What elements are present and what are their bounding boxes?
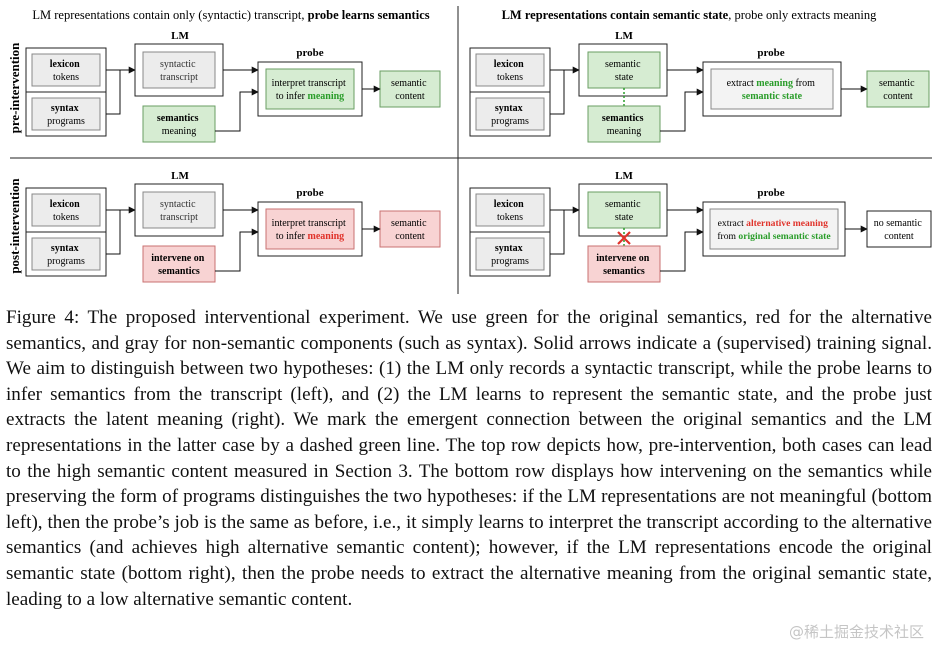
- syntactic-transcript-label: syntactic transcript: [160, 199, 198, 223]
- lm-label: LM: [171, 30, 189, 42]
- interpret-label: interpret transcript to infer meaning: [272, 218, 349, 242]
- row-label-pre: pre-intervention: [7, 42, 22, 134]
- arrow-syntax-lm: [550, 70, 565, 115]
- no-semantic-content-label: no semantic content: [874, 218, 925, 242]
- arrow-syntax-lm: [106, 210, 121, 255]
- extract-box: [710, 68, 834, 110]
- probe-label: probe: [296, 187, 323, 199]
- probe-label: probe: [757, 47, 784, 59]
- semantic-state-box: [587, 51, 661, 89]
- syntax-label: syntax programs: [491, 103, 529, 127]
- extract-box: [709, 208, 839, 250]
- semantic-content-label: semantic content: [879, 78, 917, 102]
- figure-diagram: LM representations contain only (syntact…: [7, 6, 932, 294]
- syntax-inner: [31, 97, 101, 131]
- semantics-box: [587, 105, 661, 143]
- intervene-label: intervene on semantics: [151, 253, 207, 277]
- right-column-title: LM representations contain semantic stat…: [502, 8, 878, 22]
- arrow-semantics-probe: [660, 88, 704, 132]
- arrow-syntax-lm: [106, 70, 121, 115]
- interpret-box: [265, 208, 355, 250]
- lexicon-inner: [31, 53, 101, 87]
- lexicon-label: lexicon tokens: [50, 199, 83, 223]
- syntax-label: syntax programs: [47, 243, 85, 267]
- semantic-content-box: [379, 210, 441, 248]
- extract-label: extract meaning from semantic state: [727, 78, 818, 102]
- panel-bottom-right: LM semantic state lexicon tokens syntax …: [469, 170, 932, 283]
- probe-label: probe: [296, 47, 323, 59]
- semantic-state-label: semantic state: [605, 59, 643, 83]
- interpret-box: [265, 68, 355, 110]
- semantic-content-label: semantic content: [391, 218, 429, 242]
- lexicon-inner: [475, 193, 545, 227]
- lexicon-inner: [31, 193, 101, 227]
- syntactic-transcript-box: [142, 51, 216, 89]
- lexicon-label: lexicon tokens: [50, 59, 83, 83]
- syntax-inner: [31, 237, 101, 271]
- panel-bottom-left: LM syntactic transcript lexicon tokens s…: [25, 170, 441, 283]
- semantics-box: [142, 105, 216, 143]
- row-label-post: post-intervention: [7, 178, 22, 274]
- arrow-syntax-lm: [550, 210, 565, 255]
- syntactic-transcript-label: syntactic transcript: [160, 59, 198, 83]
- lm-label: LM: [615, 30, 633, 42]
- intervene-label: intervene on semantics: [596, 253, 652, 277]
- lexicon-label: lexicon tokens: [494, 59, 527, 83]
- lm-label: LM: [171, 170, 189, 182]
- intervene-box: [142, 245, 216, 283]
- intervene-box: [587, 245, 661, 283]
- extract-label: extract alternative meaning from origina…: [717, 218, 831, 242]
- arrow-intervene-probe: [660, 228, 704, 272]
- watermark: @稀土掘金技术社区: [788, 623, 924, 641]
- semantic-content-box: [866, 70, 930, 108]
- syntactic-transcript-box: [142, 191, 216, 229]
- figure-caption: Figure 4: The proposed interventional ex…: [6, 307, 932, 610]
- semantic-content-label: semantic content: [391, 78, 429, 102]
- probe-label: probe: [757, 187, 784, 199]
- syntax-label: syntax programs: [491, 243, 529, 267]
- syntax-inner: [475, 237, 545, 271]
- interpret-label: interpret transcript to infer meaning: [272, 78, 349, 102]
- arrow-semantics-probe: [215, 88, 259, 132]
- arrow-intervene-probe: [215, 228, 259, 272]
- semantics-label: semantics meaning: [602, 113, 646, 137]
- lexicon-label: lexicon tokens: [494, 199, 527, 223]
- panel-top-right: LM semantic state lexicon tokens syntax …: [469, 30, 930, 143]
- semantic-state-label: semantic state: [605, 199, 643, 223]
- lm-label: LM: [615, 170, 633, 182]
- semantics-label: semantics meaning: [157, 113, 201, 137]
- lexicon-inner: [475, 53, 545, 87]
- left-column-title: LM representations contain only (syntact…: [32, 8, 429, 22]
- syntax-inner: [475, 97, 545, 131]
- semantic-state-box: [587, 191, 661, 229]
- semantic-content-box: [379, 70, 441, 108]
- broken-connection-x-icon: [617, 231, 631, 245]
- panel-top-left: LM syntactic transcript lexicon tokens s…: [25, 30, 441, 143]
- syntax-label: syntax programs: [47, 103, 85, 127]
